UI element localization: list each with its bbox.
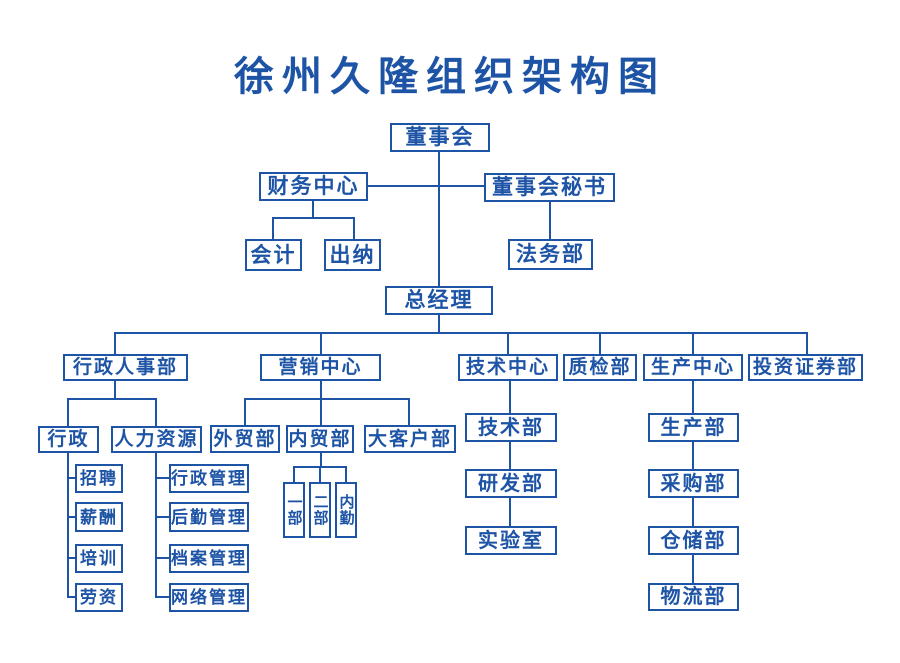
org-node-tech-center: 技术中心 [458, 354, 558, 381]
connector-line [272, 217, 274, 240]
org-node-laboratory: 实验室 [465, 526, 557, 555]
org-node-purchasing-dept: 采购部 [648, 469, 739, 498]
connector-line [692, 332, 694, 355]
org-node-legal-dept: 法务部 [508, 239, 593, 270]
connector-line [155, 477, 171, 479]
org-node-human-resources: 人力资源 [111, 426, 202, 453]
connector-line [438, 314, 440, 334]
connector-line [293, 466, 295, 483]
connector-line [692, 497, 694, 527]
connector-line [320, 398, 322, 426]
connector-line [509, 380, 511, 414]
org-node-admin: 行政 [38, 426, 99, 453]
org-node-finance-center: 财务中心 [259, 172, 368, 201]
connector-line [244, 398, 410, 400]
org-node-admin-hr-dept: 行政人事部 [63, 354, 188, 381]
connector-line [599, 332, 601, 355]
org-node-investment-securities-dept: 投资证券部 [748, 354, 863, 381]
org-node-marketing-center: 营销中心 [260, 354, 381, 381]
org-node-archives-management: 档案管理 [169, 544, 249, 573]
org-node-dept-one: 一部 [283, 482, 305, 538]
connector-line [806, 332, 808, 355]
connector-line [67, 452, 69, 598]
org-node-recruitment: 招聘 [75, 464, 123, 493]
org-node-domestic-trade-dept: 内贸部 [286, 425, 354, 453]
connector-line [67, 516, 77, 518]
org-node-cashier: 出纳 [324, 239, 381, 271]
org-node-production-dept: 生产部 [648, 413, 739, 442]
connector-line [367, 185, 485, 187]
org-node-logistics-management: 后勤管理 [169, 502, 249, 532]
connector-line [692, 441, 694, 470]
connector-line [67, 596, 77, 598]
org-node-accounting: 会计 [245, 239, 302, 271]
connector-line [319, 466, 321, 483]
org-node-compensation: 薪酬 [75, 502, 123, 532]
connector-line [67, 398, 69, 427]
connector-line [155, 452, 157, 598]
org-node-internal-support: 内勤 [335, 482, 357, 538]
connector-line [67, 557, 77, 559]
connector-line [114, 332, 808, 334]
connector-line [320, 452, 322, 468]
connector-line [507, 332, 509, 355]
connector-line [549, 201, 551, 240]
org-node-general-manager: 总经理 [385, 286, 493, 315]
org-node-training: 培训 [75, 544, 123, 573]
org-node-tech-dept: 技术部 [465, 413, 557, 442]
org-node-dept-two: 二部 [309, 482, 331, 538]
connector-line [408, 398, 410, 426]
org-node-board-secretary: 董事会秘书 [484, 173, 615, 202]
org-node-foreign-trade-dept: 外贸部 [210, 425, 280, 453]
connector-line [438, 151, 440, 287]
org-node-warehouse-dept: 仓储部 [648, 526, 739, 555]
connector-line [244, 398, 246, 426]
org-node-admin-management: 行政管理 [169, 464, 249, 493]
connector-line [320, 380, 322, 400]
page-title: 徐州久隆组织架构图 [234, 55, 666, 99]
org-node-logistics-dept: 物流部 [648, 583, 739, 611]
connector-line [67, 398, 157, 400]
connector-line [509, 441, 511, 470]
org-node-rnd-dept: 研发部 [465, 469, 557, 498]
connector-line [155, 516, 171, 518]
connector-line [114, 332, 116, 355]
org-node-network-management: 网络管理 [169, 583, 249, 612]
org-node-key-accounts-dept: 大客户部 [364, 425, 456, 453]
connector-line [353, 217, 355, 240]
org-node-production-center: 生产中心 [643, 354, 743, 381]
connector-line [312, 200, 314, 219]
connector-line [272, 217, 355, 219]
org-node-labor-wages: 劳资 [75, 583, 123, 612]
connector-line [509, 497, 511, 527]
org-node-qc-dept: 质检部 [563, 354, 637, 381]
connector-line [345, 466, 347, 483]
connector-line [155, 398, 157, 427]
org-node-board: 董事会 [390, 123, 490, 152]
connector-line [692, 554, 694, 584]
connector-line [320, 332, 322, 355]
connector-line [155, 557, 171, 559]
connector-line [155, 596, 171, 598]
connector-line [692, 380, 694, 414]
connector-line [67, 477, 77, 479]
connector-line [114, 380, 116, 400]
